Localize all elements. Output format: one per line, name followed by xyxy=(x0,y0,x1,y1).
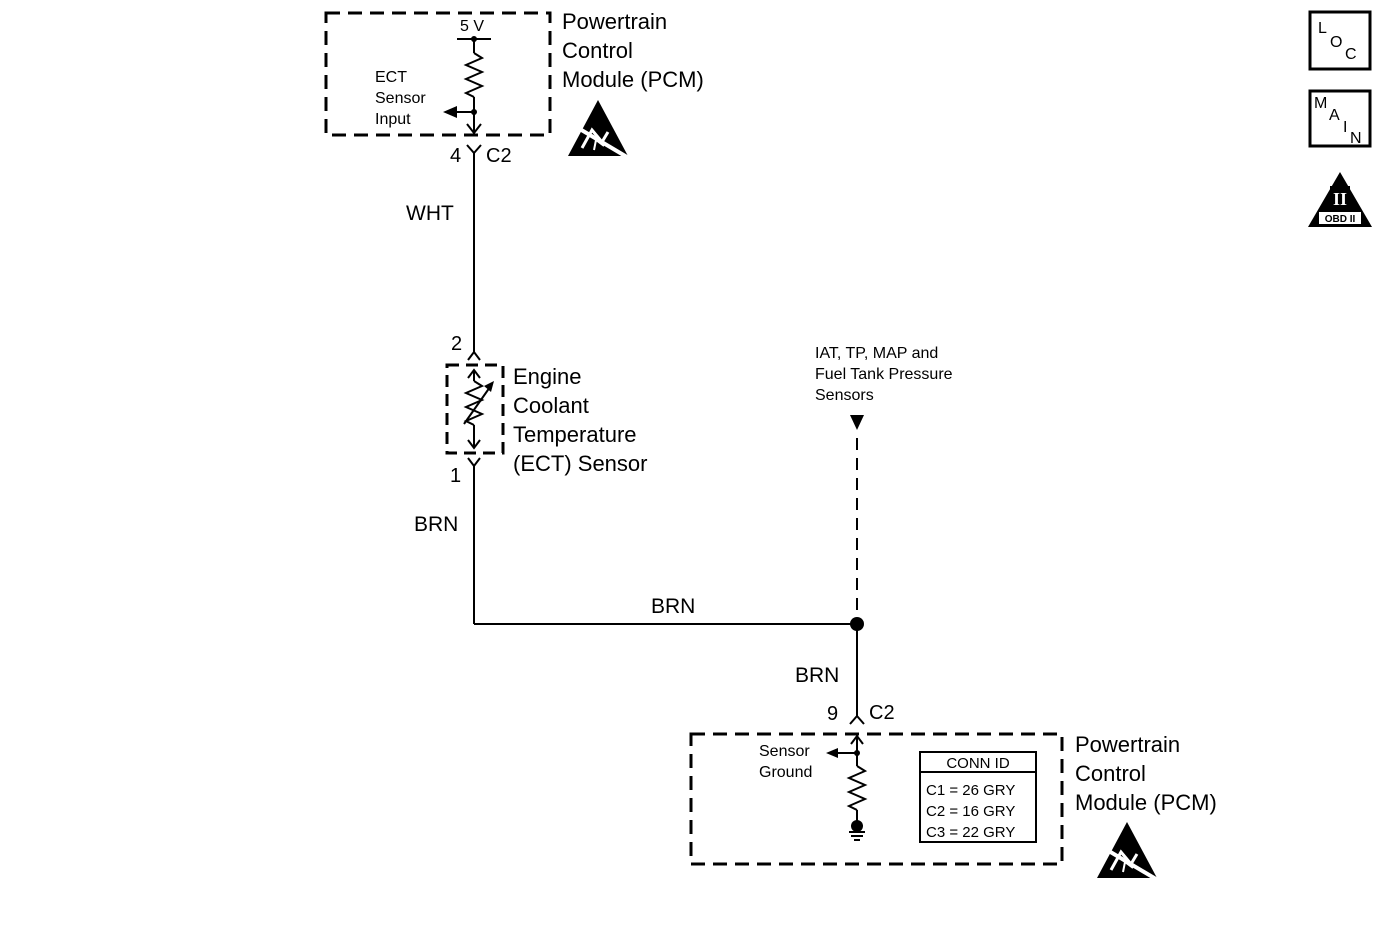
pcm-bottom-title-line3: Module (PCM) xyxy=(1075,790,1217,815)
resistor-icon xyxy=(846,765,868,811)
ect-input-label-line1: ECT xyxy=(375,69,407,86)
connector-c2-bottom-icon xyxy=(849,714,865,725)
pcm-bottom-title-line1: Powertrain xyxy=(1075,732,1180,757)
esd-warning-icon xyxy=(566,98,634,162)
ect-title-line4: (ECT) Sensor xyxy=(513,451,647,476)
pcm-top-title-line3: Module (PCM) xyxy=(562,67,704,92)
loc-letter-c: C xyxy=(1345,46,1357,63)
connector-pin-1-icon xyxy=(467,457,481,468)
pin-4-label: 4 xyxy=(450,145,461,167)
ect-input-label-line2: Sensor xyxy=(375,90,426,107)
pcm-top-title-line2: Control xyxy=(562,38,633,63)
pcm-bottom-title-line2: Control xyxy=(1075,761,1146,786)
sensor-ground-label-line1: Sensor xyxy=(759,743,810,760)
pin-2-label: 2 xyxy=(451,333,462,355)
input-arrow-icon xyxy=(443,106,457,118)
connector-arrow-icon xyxy=(466,123,482,135)
shared-sensors-arrow-icon xyxy=(850,415,864,430)
pin-1-label: 1 xyxy=(450,465,461,487)
sensor-ground-label-line2: Ground xyxy=(759,764,812,781)
shared-sensors-line1: IAT, TP, MAP and xyxy=(815,345,938,362)
main-letter-i: I xyxy=(1343,119,1347,136)
pcm-top-box xyxy=(324,11,552,137)
shared-sensors-line3: Sensors xyxy=(815,387,874,404)
connector-c2-top-icon xyxy=(466,144,482,155)
ground-icon xyxy=(849,831,865,841)
ect-title-line1: Engine xyxy=(513,364,582,389)
conn-id-row-c2: C2 = 16 GRY xyxy=(926,803,1015,820)
pcm-top-module: Powertrain Control Module (PCM) 5 V ECT … xyxy=(324,9,704,162)
main-letter-m: M xyxy=(1314,95,1327,112)
conn-id-row-c3: C3 = 22 GRY xyxy=(926,824,1015,841)
ect-sensor: 2 1 Engine Coolant Temperature (ECT) Sen… xyxy=(445,333,647,487)
conn-id-table: CONN ID C1 = 26 GRY C2 = 16 GRY C3 = 22 … xyxy=(919,751,1037,843)
main-icon[interactable]: M A I N xyxy=(1308,89,1372,148)
voltage-label: 5 V xyxy=(460,18,484,35)
connector-c2-top-label: C2 xyxy=(486,145,512,167)
obd-numeral: II xyxy=(1333,189,1347,209)
loc-icon[interactable]: L O C xyxy=(1308,10,1372,71)
main-letter-a: A xyxy=(1329,107,1340,124)
pcm-bottom-module: Sensor Ground CONN ID C1 = 26 GRY C2 = 1… xyxy=(689,732,1217,884)
wht-wire-label: WHT xyxy=(406,202,454,225)
pcm-top-title-line1: Powertrain xyxy=(562,9,667,34)
thermistor-slope-icon xyxy=(463,386,491,425)
pcm-bottom-box xyxy=(689,732,1064,866)
brn-wire-label-1: BRN xyxy=(414,513,458,536)
obd-ii-icon[interactable]: II OBD II xyxy=(1308,172,1372,227)
loc-letter-o: O xyxy=(1330,34,1342,51)
pin-9-label: 9 xyxy=(827,703,838,725)
ect-title-line3: Temperature xyxy=(513,422,637,447)
obd-label: OBD II xyxy=(1325,214,1356,225)
ect-sensor-box xyxy=(445,363,505,455)
ground-arrow-icon xyxy=(826,748,838,758)
resistor-icon xyxy=(463,52,485,98)
loc-letter-l: L xyxy=(1318,20,1327,37)
esd-warning-icon xyxy=(1095,820,1163,884)
connector-c2-bottom-label: C2 xyxy=(869,702,895,724)
main-letter-n: N xyxy=(1350,130,1362,147)
conn-id-header: CONN ID xyxy=(946,755,1010,772)
shared-sensors-line2: Fuel Tank Pressure xyxy=(815,366,953,383)
brn-wire-label-2: BRN xyxy=(651,595,695,618)
brn-wire-label-3: BRN xyxy=(795,664,839,687)
thermistor-icon xyxy=(463,380,485,426)
conn-id-row-c1: C1 = 26 GRY xyxy=(926,782,1015,799)
connector-pin-2-icon xyxy=(467,350,481,361)
ect-input-label-line3: Input xyxy=(375,111,411,128)
ect-title-line2: Coolant xyxy=(513,393,589,418)
